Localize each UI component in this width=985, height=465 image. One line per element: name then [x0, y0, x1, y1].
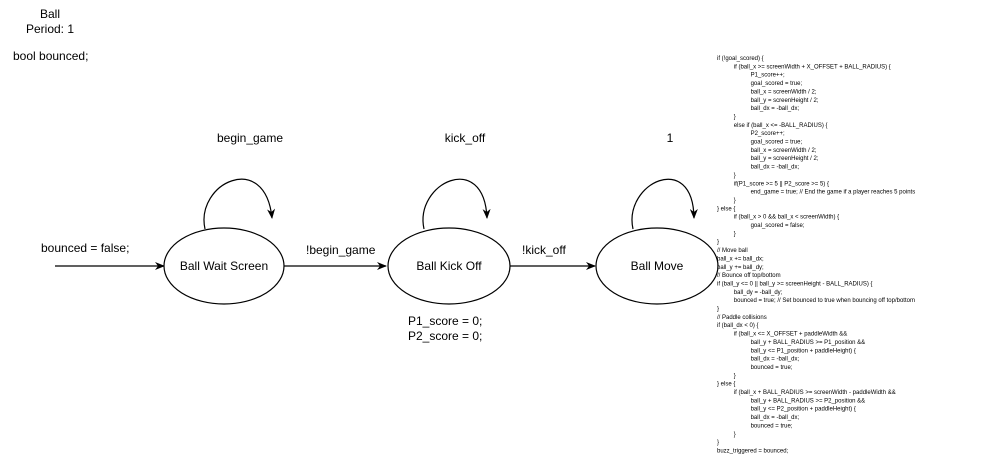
code-line: ball_dy = -ball_dy; — [734, 290, 783, 296]
code-line: if (!goal_scored) { — [717, 56, 764, 62]
self-loop-ball-wait-screen-label: begin_game — [217, 131, 283, 145]
state-ball-wait-screen-label: Ball Wait Screen — [180, 259, 268, 273]
code-line: goal_scored = true; — [751, 81, 803, 87]
code-line: else if (ball_x <= -BALL_RADIUS) { — [734, 123, 828, 129]
code-line: if (ball_dx < 0) { — [717, 323, 759, 329]
code-line: if (ball_y <= 0 || ball_y >= screenHeigh… — [717, 281, 873, 287]
code-line: ball_y += ball_dy; — [717, 265, 764, 271]
sm-title: Ball — [40, 7, 60, 21]
state-ball-move — [595, 227, 719, 305]
code-line: bounced = true; — [751, 365, 793, 371]
self-loop-ball-kick-off — [422, 178, 491, 230]
code-line: ball_x = screenWidth / 2; — [751, 148, 817, 154]
self-loop-ball-kick-off-label: kick_off — [445, 131, 486, 145]
state-ball-move-label: Ball Move — [631, 259, 684, 273]
ball-move-code-block: if (!goal_scored) { if (ball_x >= screenW… — [717, 56, 915, 454]
code-line: } — [734, 173, 736, 179]
code-line: } — [734, 432, 736, 438]
code-line: if(P1_score >= 5 || P2_score >= 5) { — [734, 181, 829, 187]
variable-declaration: bool bounced; — [13, 49, 88, 63]
code-line: } — [734, 373, 736, 379]
code-line: if (ball_x + BALL_RADIUS >= screenWidth … — [734, 390, 896, 396]
self-loop-ball-move-label: 1 — [667, 131, 674, 145]
sm-period: Period: 1 — [26, 22, 74, 36]
code-line: // Move ball — [717, 248, 748, 254]
code-line: P1_score++; — [751, 73, 785, 79]
kickoff-action-p2-score: P2_score = 0; — [408, 329, 482, 343]
initial-transition-label: bounced = false; — [41, 241, 129, 255]
code-line: ball_y + BALL_RADIUS >= P1_position && — [751, 340, 866, 346]
code-line: ball_x += ball_dx; — [717, 256, 764, 262]
transition-wait-to-kickoff-label: !begin_game — [306, 243, 376, 257]
code-line: ball_dx = -ball_dx; — [751, 165, 800, 171]
code-line: if (ball_x <= X_OFFSET + paddleWidth && — [734, 332, 847, 338]
code-line: } — [734, 114, 736, 120]
code-line: } — [734, 231, 736, 237]
code-line: goal_scored = false; — [751, 223, 805, 229]
code-line: ball_x = screenWidth / 2; — [751, 89, 817, 95]
code-line: ball_dx = -ball_dx; — [751, 415, 800, 421]
code-line: } — [734, 198, 736, 204]
code-line: } — [717, 440, 719, 446]
code-line: } — [717, 240, 719, 246]
transition-kickoff-to-move-label: !kick_off — [522, 243, 566, 257]
code-line: // Bounce off top/bottom — [717, 273, 781, 279]
code-line: goal_scored = true; — [751, 140, 803, 146]
code-line: } — [717, 307, 719, 313]
code-line: ball_dx = -ball_dx; — [751, 357, 800, 363]
kickoff-action-p1-score: P1_score = 0; — [408, 314, 482, 328]
code-line: ball_dx = -ball_dx; — [751, 106, 800, 112]
code-line: if (ball_x >= screenWidth + X_OFFSET + B… — [734, 64, 891, 70]
code-line: bounced = true; // Set bounced to true w… — [734, 298, 915, 304]
code-line: buzz_triggered = bounced; — [717, 448, 789, 454]
code-line: end_game = true; // End the game if a pl… — [751, 190, 916, 196]
code-line: bounced = true; — [751, 423, 793, 429]
code-line: ball_y <= P1_position + paddleHeight) { — [751, 348, 856, 354]
code-line: P2_score++; — [751, 131, 785, 137]
self-loop-ball-wait-screen — [203, 178, 276, 230]
code-line: ball_y + BALL_RADIUS >= P2_position && — [751, 398, 866, 404]
code-line: ball_y = screenHeight / 2; — [751, 156, 819, 162]
code-line: } else { — [717, 382, 735, 388]
code-line: if (ball_x > 0 && ball_x < screenWidth) … — [734, 215, 839, 221]
code-line: } else { — [717, 206, 735, 212]
code-line: // Paddle collisions — [717, 315, 767, 321]
code-line: ball_y <= P2_position + paddleHeight) { — [751, 407, 856, 413]
self-loop-ball-move — [631, 178, 698, 230]
state-ball-kick-off-label: Ball Kick Off — [416, 259, 482, 273]
code-line: ball_y = screenHeight / 2; — [751, 98, 819, 104]
